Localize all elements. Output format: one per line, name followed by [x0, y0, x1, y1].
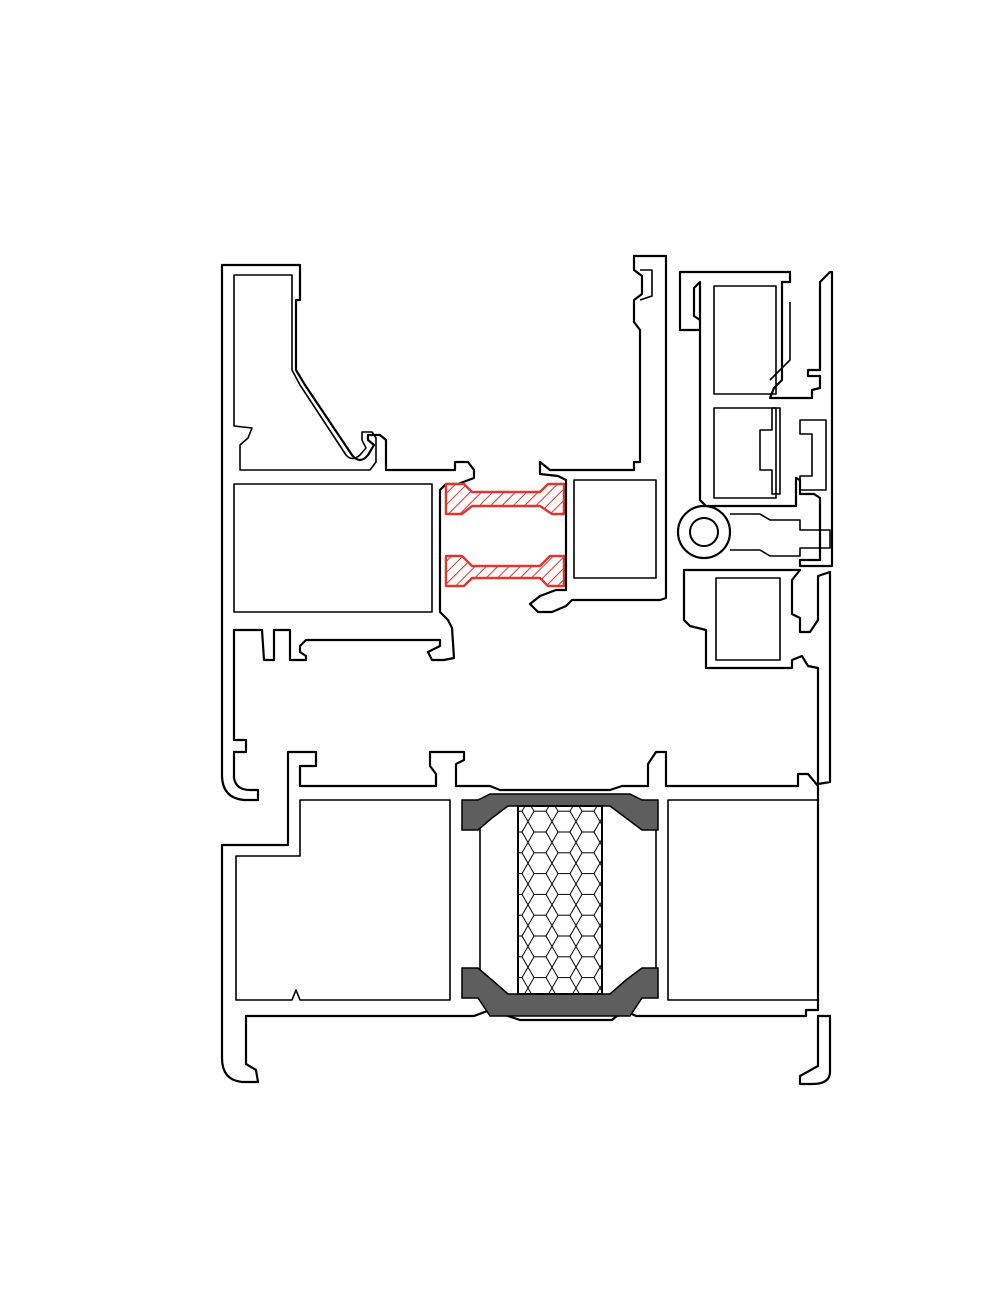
gasket-round — [676, 504, 831, 560]
lower-right-sash-profile — [682, 568, 832, 786]
grey-polyamide-thermal-break — [461, 793, 659, 1017]
honeycomb-insulation-insert — [517, 805, 603, 995]
outer-frame-profile — [220, 263, 476, 802]
sash-profile — [528, 254, 668, 614]
red-polyamide-thermal-break-lower — [444, 554, 566, 588]
red-polyamide-thermal-break-upper — [444, 482, 566, 516]
glazing-bead-assembly — [678, 270, 834, 568]
